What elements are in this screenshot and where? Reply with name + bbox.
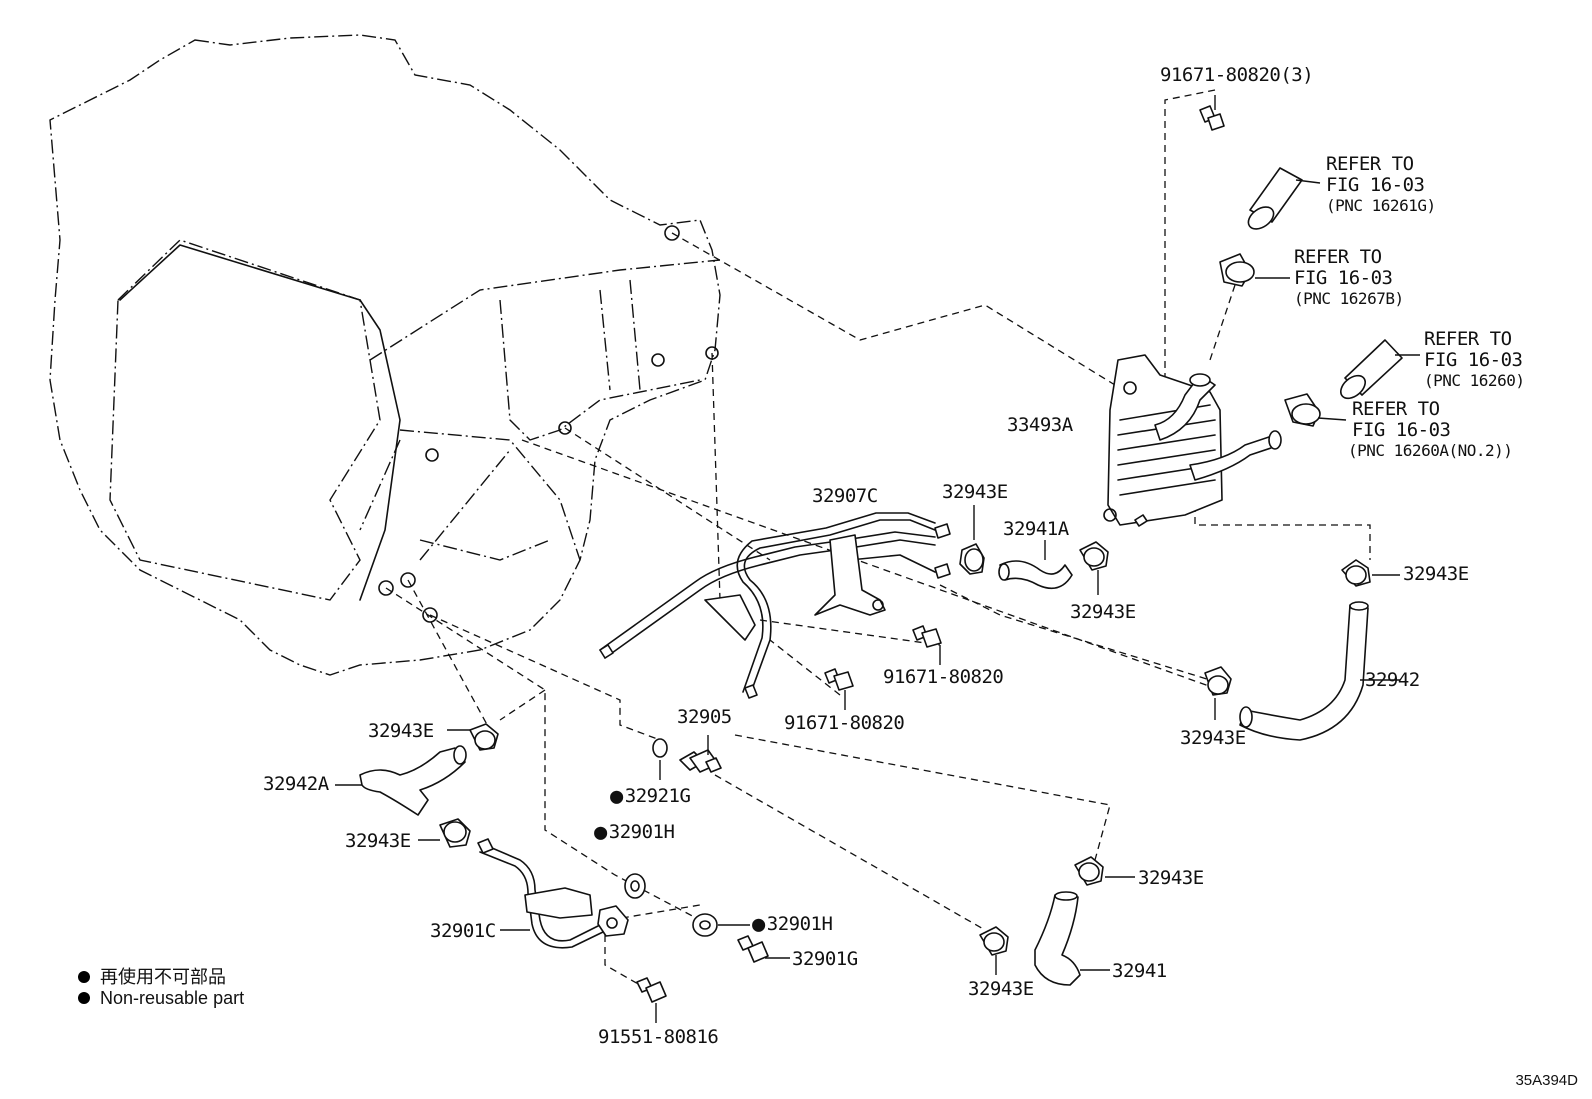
union-32905 [679, 735, 722, 773]
label-refer-line3-16260: (PNC 16260) [1424, 371, 1525, 390]
label-cooler-33493a: 33493A [1007, 414, 1073, 436]
bolt-91671-mid1 [912, 625, 942, 665]
clamp-32943e-h [979, 926, 1009, 975]
figure-code: 35A394D [1515, 1072, 1578, 1089]
hose-32942 [1239, 601, 1400, 741]
leader-lines [385, 89, 1371, 986]
label-hose-32941: 32941 [1112, 960, 1167, 982]
label-refer-line1-16260a: REFER TO [1352, 398, 1440, 420]
legend-jp-text: 再使用不可部品 [100, 967, 226, 987]
pipe-32901c [477, 838, 629, 949]
pipe-32907c [599, 512, 951, 699]
transmission-housing [49, 34, 721, 676]
label-clamp-32943e-h: 32943E [968, 978, 1034, 1000]
label-refer-line3-16260a: (PNC 16260A(NO.2)) [1348, 441, 1513, 460]
clamp-32943e-b [1079, 541, 1109, 595]
hose-16260 [1340, 339, 1420, 400]
hose-32942a [335, 745, 467, 816]
non-reusable-dot-icon [78, 971, 90, 983]
gasket-32901h-1 [624, 873, 646, 899]
label-clamp-32943e-e: 32943E [368, 720, 434, 742]
label-bolt-91671-top: 91671-80820(3) [1160, 64, 1314, 86]
hose-16261g [1247, 167, 1321, 230]
label-refer-line1-16260: REFER TO [1424, 328, 1512, 350]
label-gasket-32921g: 32921G [610, 786, 691, 808]
bolt-91671-mid2 [824, 668, 854, 710]
clamp-32943e-f [418, 818, 471, 848]
non-reusable-dot-icon [78, 992, 90, 1004]
label-union-32905: 32905 [677, 706, 732, 728]
bolt-91551 [636, 977, 667, 1023]
bolt-32901g [737, 935, 790, 963]
clamp-16260a [1284, 393, 1347, 427]
label-refer-line2-16260a: FIG 16-03 [1352, 419, 1451, 441]
clamp-32943e-g [1074, 856, 1135, 886]
label-bolt-91671-mid1: 91671-80820 [883, 666, 1004, 688]
clamp-16267b [1219, 253, 1290, 287]
label-bolt-91671-mid2: 91671-80820 [784, 712, 905, 734]
clamp-32943e-a [959, 505, 985, 575]
label-bolt-32901g: 32901G [792, 948, 858, 970]
label-refer-line1-16261g: REFER TO [1326, 153, 1414, 175]
label-gasket-32901h-1: 32901H [594, 822, 675, 844]
label-gasket-32901h-2: 32901H [752, 914, 833, 936]
label-refer-line3-16261g: (PNC 16261G) [1326, 196, 1436, 215]
label-clamp-32943e-d: 32943E [1180, 727, 1246, 749]
label-refer-line2-16260: FIG 16-03 [1424, 349, 1523, 371]
label-refer-line2-16261g: FIG 16-03 [1326, 174, 1425, 196]
legend-jp: 再使用不可部品 [78, 963, 226, 989]
clamp-32943e-c [1341, 559, 1400, 587]
oil-cooler [1103, 354, 1282, 527]
clamp-32943e-e [447, 723, 499, 751]
label-hose-32942: 32942 [1365, 669, 1420, 691]
label-clamp-32943e-g: 32943E [1138, 867, 1204, 889]
bolt-91671-top [1199, 95, 1225, 131]
clamp-32943e-d [1204, 666, 1232, 720]
gasket-32901h-2 [692, 913, 750, 937]
label-clamp-32943e-b: 32943E [1070, 601, 1136, 623]
label-clamp-32943e-c: 32943E [1403, 563, 1469, 585]
label-refer-line3-16267b: (PNC 16267B) [1294, 289, 1404, 308]
label-hose-32942a: 32942A [263, 773, 329, 795]
legend-en: Non-reusable part [78, 988, 244, 1009]
hose-32941 [1034, 891, 1110, 986]
label-pipe-32907c: 32907C [812, 485, 878, 507]
gasket-32921g [652, 738, 668, 780]
label-pipe-32901c: 32901C [430, 920, 496, 942]
label-refer-line1-16267b: REFER TO [1294, 246, 1382, 268]
label-clamp-32943e-a: 32943E [942, 481, 1008, 503]
label-clamp-32943e-f: 32943E [345, 830, 411, 852]
hose-32941a [998, 540, 1073, 590]
label-hose-32941a: 32941A [1003, 518, 1069, 540]
label-bolt-91551: 91551-80816 [598, 1026, 719, 1048]
legend-en-text: Non-reusable part [100, 988, 245, 1008]
label-refer-line2-16267b: FIG 16-03 [1294, 267, 1393, 289]
